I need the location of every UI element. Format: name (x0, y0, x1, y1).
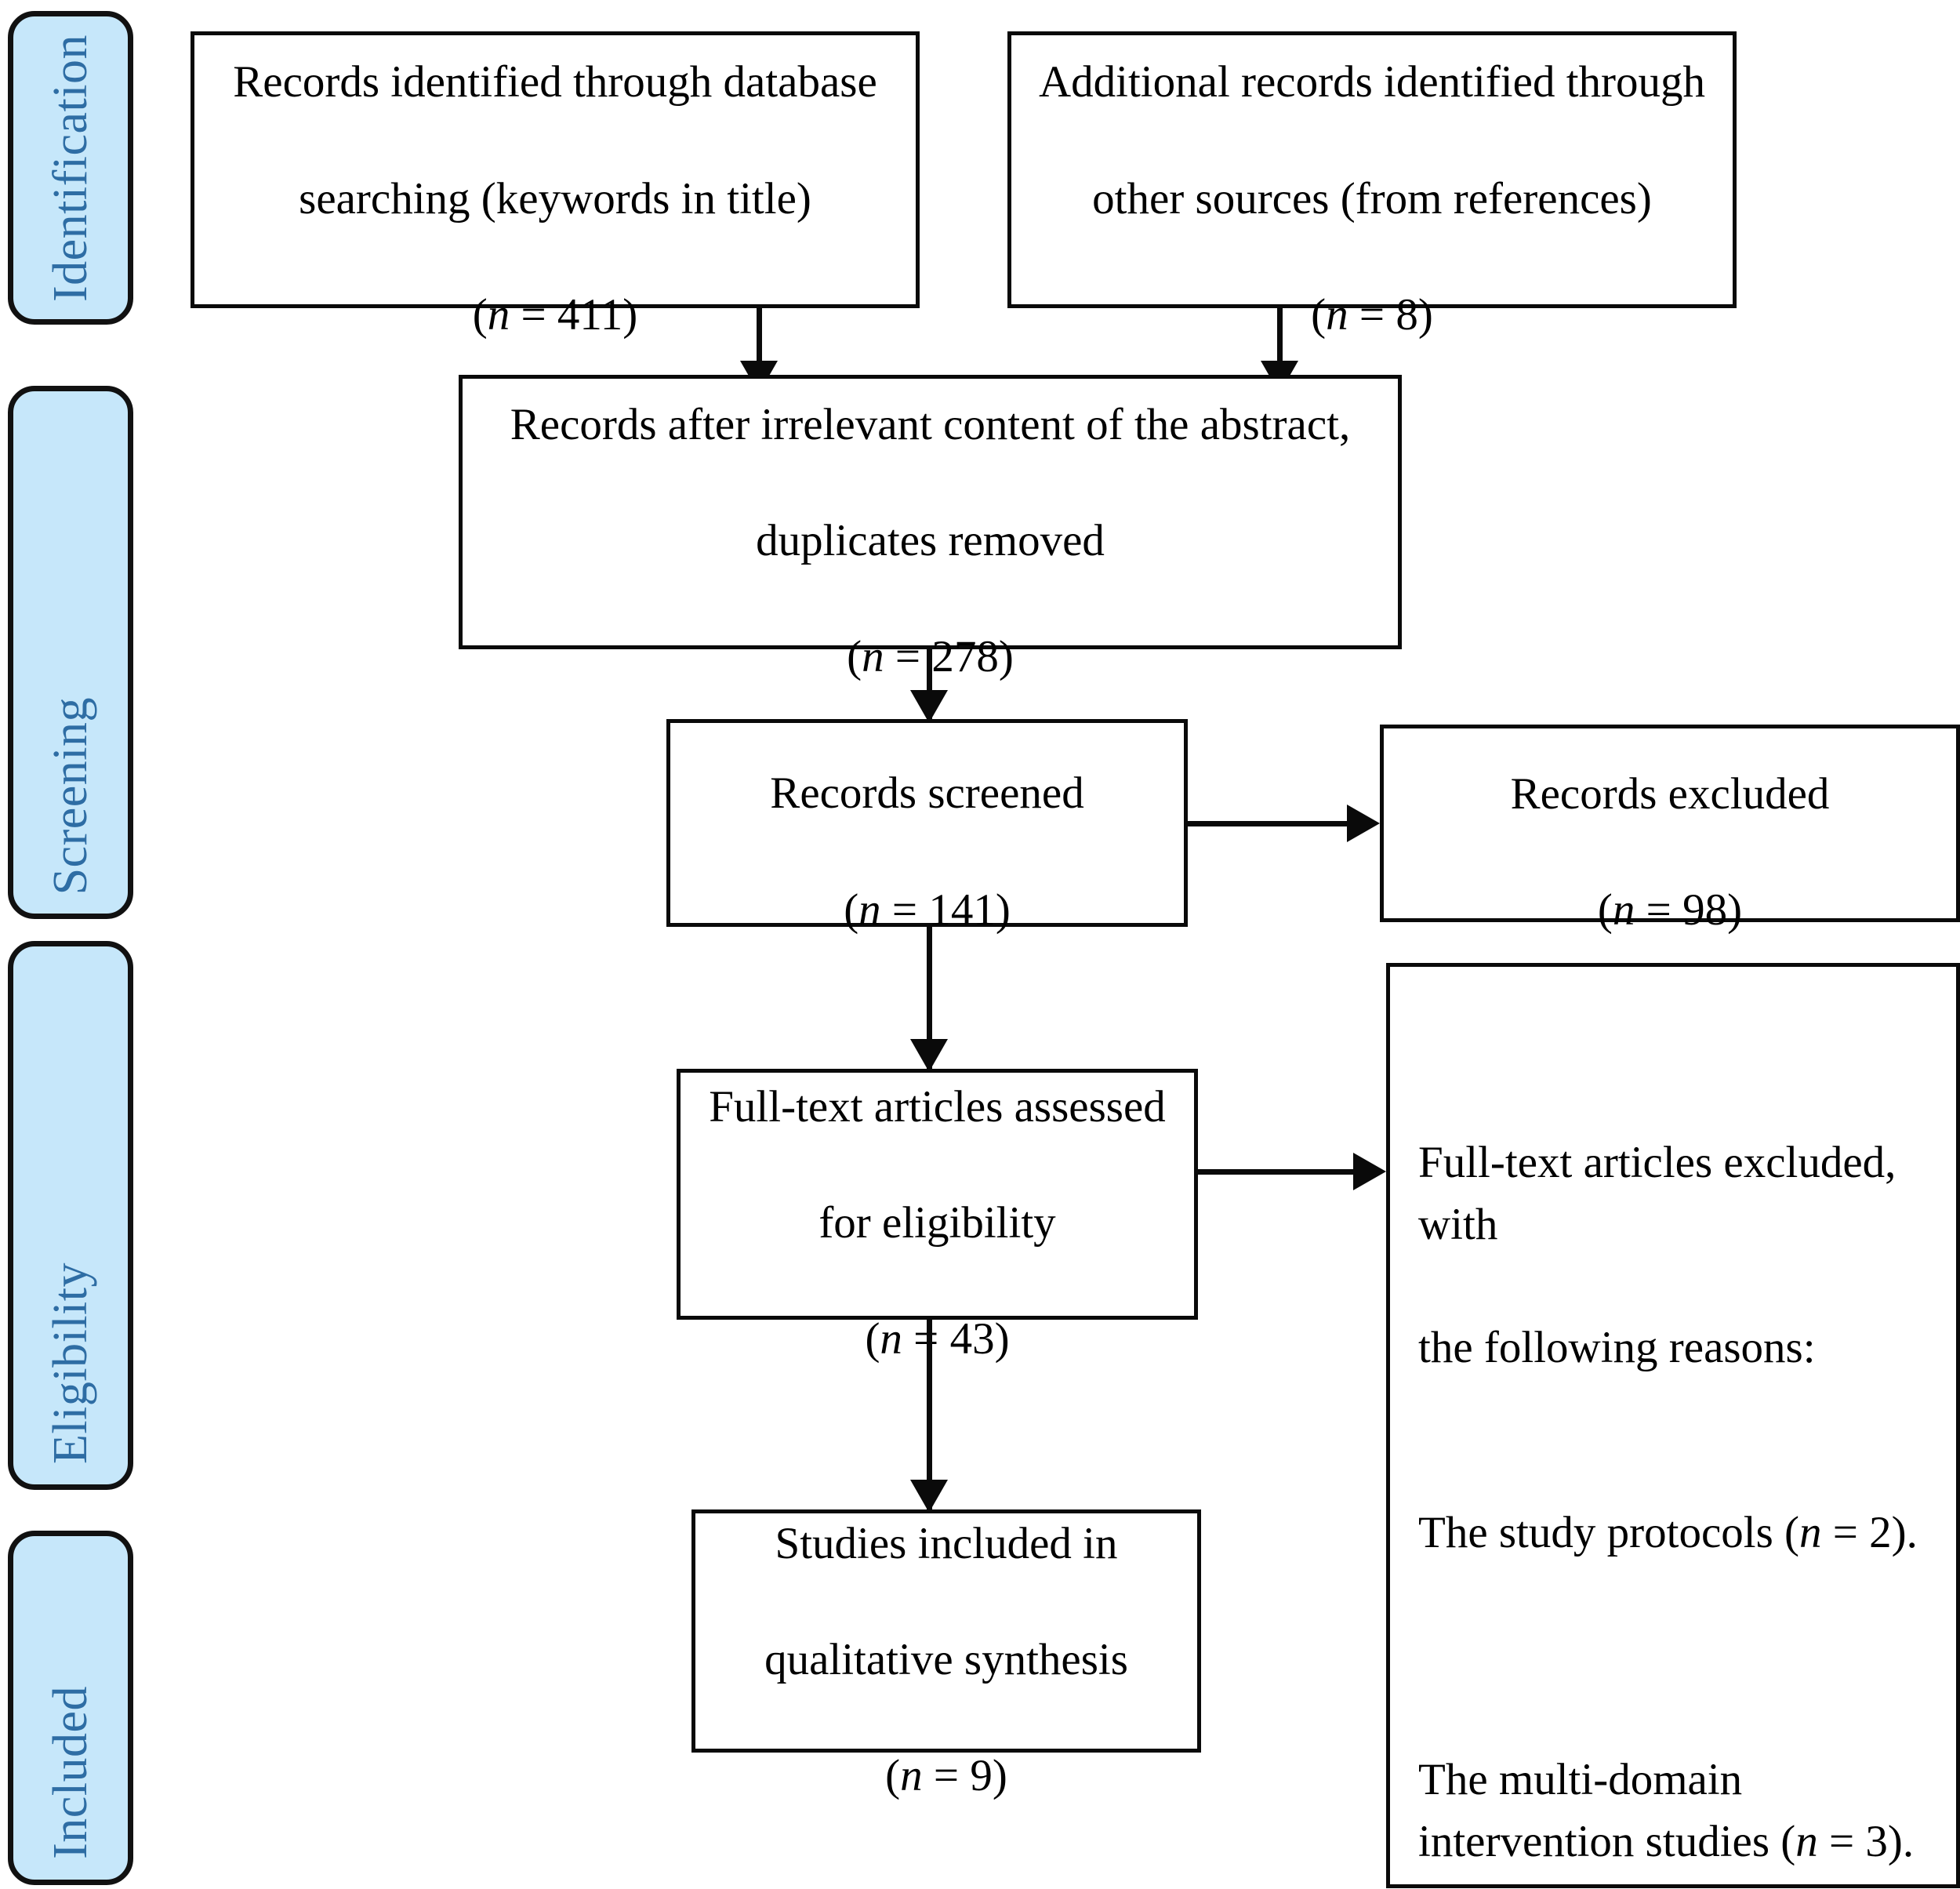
box-records-after-duplicates: Records after irrelevant content of the … (459, 375, 1402, 681)
arrow-fulltext-to-exclusions (1353, 1153, 1386, 1190)
phase-eligibility: Eligibility (8, 941, 133, 1490)
arrow-fulltext-to-included (910, 1480, 948, 1513)
exclusions-heading: Full-text articles excluded, with the fo… (1418, 1138, 1896, 1373)
connector-db-to-dedup (757, 308, 762, 365)
box-fulltext-assessed-text: Full-text articles assessed for eligibil… (709, 1081, 1166, 1364)
box-records-after-duplicates-text: Records after irrelevant content of the … (510, 399, 1351, 682)
box-fulltext-excluded-reasons-text: Full-text articles excluded, with the fo… (1418, 1009, 1933, 1889)
box-records-excluded-text: Records excluded (n = 98) (1510, 768, 1830, 935)
connector-fulltext-to-exclusions (1198, 1169, 1367, 1175)
connector-other-to-dedup (1277, 308, 1283, 365)
phase-identification-label: Identification (44, 34, 97, 302)
box-records-excluded: Records excluded (n = 98) (1380, 725, 1960, 935)
phase-screening: Screening (8, 386, 133, 919)
phase-included: Included (8, 1531, 133, 1885)
arrow-dedup-to-screened (910, 690, 948, 723)
box-fulltext-excluded-reasons: Full-text articles excluded, with the fo… (1386, 963, 1960, 1888)
box-studies-included: Studies included in qualitative synthesi… (691, 1509, 1201, 1800)
phase-identification: Identification (8, 11, 133, 325)
box-records-screened-text: Records screened (n = 141) (770, 768, 1084, 935)
box-records-identified-database: Records identified through database sear… (191, 31, 920, 340)
arrow-screened-to-fulltext (910, 1039, 948, 1072)
connector-screened-to-fulltext (927, 927, 932, 1072)
box-studies-included-text: Studies included in qualitative synthesi… (764, 1518, 1128, 1801)
exclusion-reason-item: The study protocols (n = 2). (1418, 1508, 1918, 1558)
box-additional-records-other-sources: Additional records identified through ot… (1007, 31, 1737, 340)
phase-screening-label: Screening (44, 696, 97, 895)
connector-dedup-to-screened (927, 649, 932, 728)
box-records-identified-database-text: Records identified through database sear… (233, 57, 877, 340)
exclusion-reason-item: The multi-domain intervention studies (n… (1418, 1754, 1915, 1866)
phase-included-label: Included (44, 1686, 97, 1859)
box-records-screened: Records screened (n = 141) (666, 719, 1188, 935)
arrow-screened-to-excluded (1347, 805, 1380, 842)
box-additional-records-other-sources-text: Additional records identified through ot… (1038, 57, 1706, 340)
phase-eligibility-label: Eligibility (44, 1262, 97, 1464)
connector-fulltext-to-included (927, 1320, 932, 1512)
connector-screened-to-excluded (1188, 821, 1360, 826)
box-fulltext-assessed: Full-text articles assessed for eligibil… (677, 1069, 1198, 1364)
